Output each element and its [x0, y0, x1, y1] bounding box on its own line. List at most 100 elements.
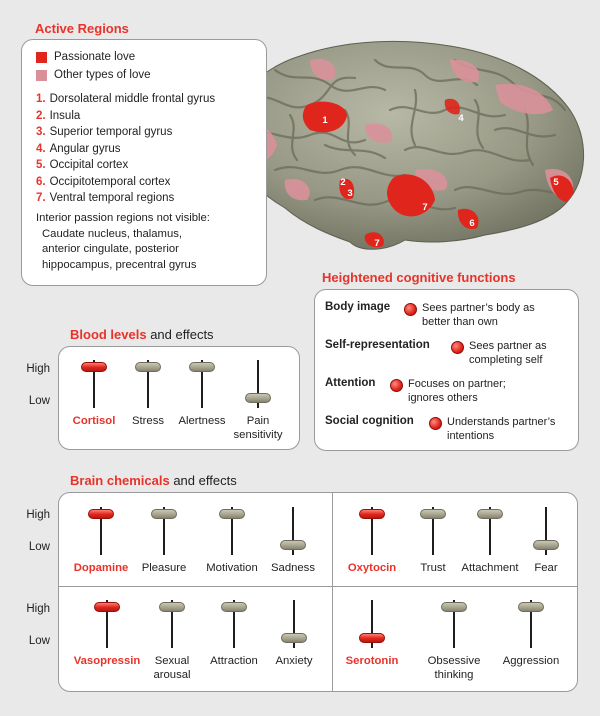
region-name: Ventral temporal regions: [49, 192, 175, 204]
gauge-label: Anxiety: [275, 655, 313, 667]
region-name: Occipitotemporal cortex: [49, 175, 171, 188]
legend-other: Other types of love: [36, 69, 151, 81]
region-number: 5.: [36, 159, 46, 171]
cognitive-dot: [404, 303, 417, 316]
gauge-stem: [453, 600, 455, 648]
brain-marker-3: 3: [347, 188, 352, 199]
region-number: 7.: [36, 192, 46, 204]
chem-low-label: Low: [28, 541, 50, 553]
blood-low-label: Low: [28, 395, 50, 407]
legend-swatch-passionate: [36, 51, 47, 63]
gauge-knob: [151, 509, 177, 519]
region-item: 6.Occipitotemporal cortex: [36, 176, 170, 188]
chemicals-divider-vertical: [332, 493, 334, 691]
brain-shape: [231, 40, 585, 250]
gauge-stem: [93, 360, 95, 408]
interior-note-lead: Interior passion regions not visible:: [36, 212, 210, 224]
cognitive-term: Self-representation: [325, 339, 430, 351]
region-item: 2.Insula: [36, 110, 80, 122]
gauge-knob: [88, 509, 114, 519]
chemicals-title-rest: and effects: [169, 473, 237, 488]
interior-note-line: hippocampus, precentral gyrus: [42, 258, 197, 271]
region-name: Dorsolateral middle frontal gyrus: [49, 93, 216, 105]
gauge-label: Serotonin: [345, 655, 399, 667]
interior-note: Interior passion regions not visible: Ca…: [36, 211, 210, 273]
gauge-stem: [163, 507, 165, 555]
blood-title-rest: and effects: [146, 327, 214, 342]
legend-passionate: Passionate love: [36, 51, 135, 63]
gauge-knob: [189, 362, 215, 372]
gauge-stem: [233, 600, 235, 648]
gauge-knob: [280, 540, 306, 550]
interior-note-line: anterior cingulate, posterior: [42, 243, 179, 255]
cognitive-dot: [429, 417, 442, 430]
gauge-stem: [432, 507, 434, 555]
gauge-label: Fear: [534, 562, 558, 574]
region-name: Superior temporal gyrus: [49, 126, 173, 138]
region-number: 1.: [36, 93, 46, 105]
chem-high-label: High: [26, 603, 50, 615]
chem-low-label: Low: [28, 635, 50, 647]
cognitive-title: Heightened cognitive functions: [322, 270, 516, 285]
brain-marker-7b: 7: [374, 238, 379, 249]
legend-swatch-other: [36, 69, 47, 81]
gauge-knob: [359, 633, 385, 643]
cognitive-term: Body image: [325, 301, 391, 313]
brain-marker-7a: 7: [422, 202, 427, 213]
gauge-stem: [231, 507, 233, 555]
gauge-label: Oxytocin: [347, 562, 397, 574]
chemicals-title-red: Brain chemicals: [70, 473, 170, 488]
gauge-label: Aggression: [502, 655, 560, 667]
gauge-knob: [219, 509, 245, 519]
brain-marker-6: 6: [469, 218, 474, 229]
interior-note-line: Caudate nucleus, thalamus,: [42, 227, 183, 240]
region-name: Angular gyrus: [49, 142, 121, 155]
brain-markers: 1 2 3 4 5 6 7 7: [322, 113, 559, 249]
region-item: 4.Angular gyrus: [36, 143, 121, 155]
brain-illustration: 1 2 3 4 5 6 7 7: [231, 40, 585, 250]
gauge-stem: [100, 507, 102, 555]
region-number: 6.: [36, 175, 46, 188]
gauge-knob: [477, 509, 503, 519]
brain-marker-4: 4: [458, 113, 464, 124]
region-name: Occipital cortex: [49, 159, 129, 171]
gauge-stem: [293, 600, 295, 648]
gauge-knob: [359, 509, 385, 519]
gauge-knob: [135, 362, 161, 372]
gauge-knob: [221, 602, 247, 612]
gauge-stem: [545, 507, 547, 555]
gauge-knob: [81, 362, 107, 372]
chem-high-label: High: [26, 509, 50, 521]
chemicals-title: Brain chemicals and effects: [70, 473, 237, 488]
gauge-label: Dopamine: [73, 562, 129, 574]
gauge-stem: [530, 600, 532, 648]
gauge-label: Attraction: [210, 655, 258, 667]
gauge-label: Alertness: [178, 415, 226, 427]
region-item: 3.Superior temporal gyrus: [36, 126, 172, 138]
chemicals-divider-horizontal: [59, 586, 577, 588]
legend-label-other: Other types of love: [54, 69, 151, 81]
gauge-stem: [201, 360, 203, 408]
gauge-label: Motivation: [206, 562, 258, 574]
gauge-stem: [371, 600, 373, 648]
gauge-knob: [420, 509, 446, 519]
gauge-label: Cortisol: [72, 415, 116, 427]
legend-label-passionate: Passionate love: [54, 51, 136, 63]
gauge-stem: [106, 600, 108, 648]
gauge-knob: [159, 602, 185, 612]
chemicals-panel: [58, 492, 578, 692]
cognitive-dot: [390, 379, 403, 392]
gauge-label: Trust: [420, 562, 446, 574]
gauge-knob: [281, 633, 307, 643]
cognitive-term: Social cognition: [325, 415, 414, 427]
cognitive-desc: Focuses on partner;ignores others: [408, 378, 506, 404]
region-name: Insula: [49, 109, 81, 122]
gauge-label: Sadness: [271, 562, 315, 574]
region-number: 2.: [36, 109, 46, 122]
active-regions-title: Active Regions: [35, 21, 129, 36]
cognitive-term: Attention: [325, 377, 376, 389]
